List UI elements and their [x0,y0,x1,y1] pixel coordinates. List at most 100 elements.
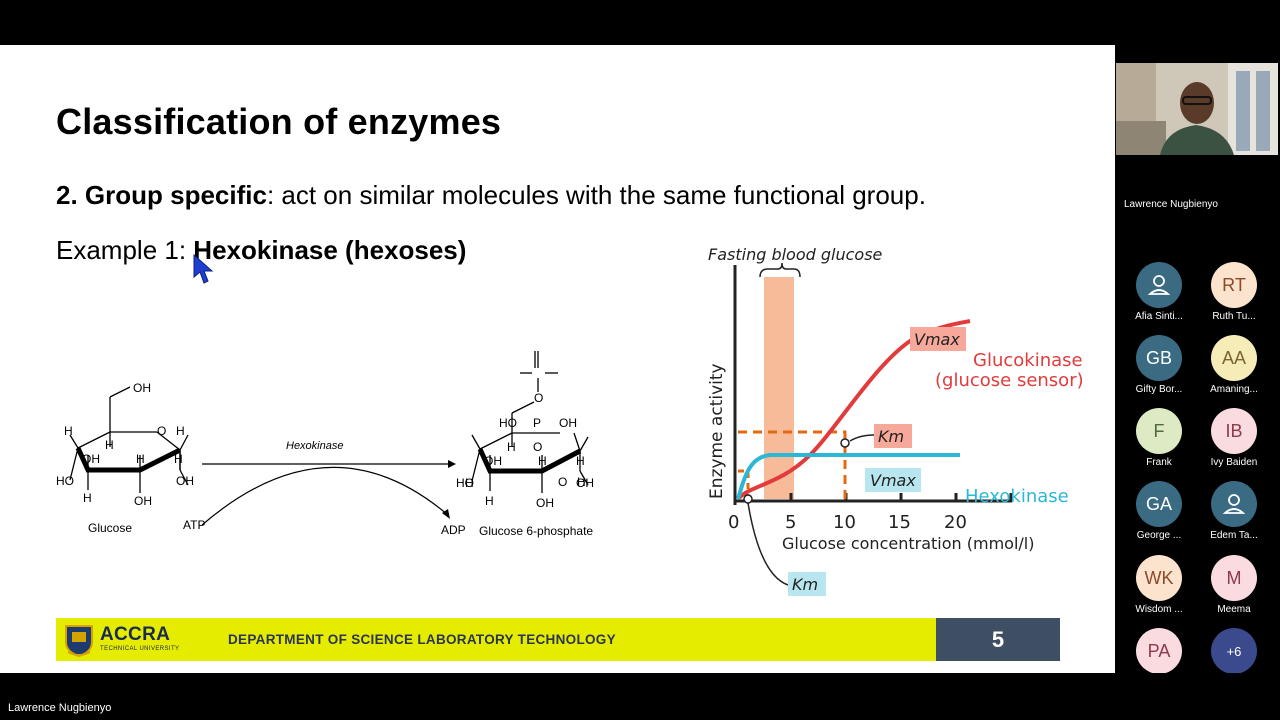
participant-avatar: WK [1136,555,1182,601]
hexokinase-vmax-label: Vmax [870,471,916,490]
x-tick-20: 20 [944,512,967,533]
adp-label: ADP [441,523,466,537]
glucose-h-label-4: H [136,452,145,466]
participant-avatar: IB [1211,408,1257,454]
hexokinase-km-label: Km [792,575,818,594]
x-axis-label: Glucose concentration (mmol/l) [782,534,1034,553]
university-subtitle: TECHNICAL UNIVERSITY [100,646,180,652]
x-tick-10: 10 [833,512,856,533]
hexokinase-reaction-diagram: OH O H H H OH H H HO OH H OH Glucose Hex… [56,351,594,538]
g6p-oh-label-1: OH [484,454,502,468]
glucose-oh-label-2: OH [176,474,194,488]
glucokinase-km-dashed-line [738,430,847,499]
x-tick-15: 15 [888,512,911,533]
slide-footer: ACCRA TECHNICAL UNIVERSITY DEPARTMENT OF… [56,618,1060,661]
y-axis-label: Enzyme activity [707,363,727,499]
hexokinase-km-box [788,572,826,596]
x-tick-5: 5 [785,512,796,533]
participant-tile[interactable]: +6 [1199,628,1269,674]
glucokinase-km-box [874,424,912,448]
glucokinase-km-point [840,438,850,448]
participant-avatar: +6 [1211,628,1257,674]
g6p-ester-o-label: O [533,440,542,454]
g6p-h-label-3: H [507,440,516,454]
presentation-slide: Classification of enzymes 2. Group speci… [0,45,1115,673]
participant-avatar: M [1211,555,1257,601]
department-name: DEPARTMENT OF SCIENCE LABORATORY TECHNOL… [228,632,616,647]
participant-avatar: PA [1136,628,1182,674]
g6p-h-label-5: H [576,454,585,468]
x-tick-0: 0 [728,512,739,533]
user-icon [1147,275,1171,295]
participant-avatar [1211,481,1257,527]
glucose-h-label-5: H [174,452,183,466]
group-specific-text: : act on similar molecules with the same… [266,180,926,210]
presenter-video-tile[interactable] [1116,63,1278,155]
glucokinase-vmax-box [910,327,966,351]
g6p-h-label-6: H [485,494,494,508]
g6p-o-top-label: O [534,391,543,405]
participant-tile[interactable]: IB Ivy Baiden [1199,408,1269,468]
glucokinase-km-label: Km [878,427,904,446]
example-enzyme: Hexokinase (hexoses) [193,235,467,265]
university-name: ACCRA [100,624,171,645]
participant-name: Afia Sinti... [1135,311,1183,322]
hexokinase-vmax-box [865,468,921,492]
participant-name: Frank [1146,457,1172,468]
g6p-ho-label: HO [456,476,474,490]
g6p-oh-label-3: OH [536,496,554,510]
fasting-glucose-band [764,277,794,499]
g6p-p-label: P [533,416,541,430]
glucose-6-phosphate-structure [471,351,589,493]
glucose-h-label-2: H [64,424,73,438]
participant-name: Ruth Tu... [1212,311,1256,322]
top-black-bar [0,0,1280,45]
g6p-h-label-4: H [538,454,547,468]
hexokinase-km-point [743,494,753,504]
participant-tile[interactable]: Afia Sinti... [1124,262,1194,322]
g6p-ho-phosphate-label: HO [499,416,517,430]
example-line: Example 1: Hexokinase (hexoses) [56,235,466,266]
km-hk-pointer [747,502,789,586]
participant-avatar: GA [1136,481,1182,527]
g6p-ring-o-label: O [558,475,567,489]
km-gk-pointer [849,434,875,442]
participant-tile[interactable]: WK Wisdom ... [1124,555,1194,615]
x-axis-ticks [789,493,1013,501]
atp-label: ATP [183,518,205,532]
participant-tile[interactable]: F Frank [1124,408,1194,468]
university-crest-icon [65,625,93,658]
participant-avatar: AA [1211,335,1257,381]
participant-tile[interactable]: Edem Ta... [1199,481,1269,541]
glucose-ring-bold-edge [75,446,182,473]
presenter-name-bottom: Lawrence Nugbienyo [8,702,112,714]
glucose-sensor-label: (glucose sensor) [935,370,1084,391]
glucose-6-phosphate-name-label: Glucose 6-phosphate [479,524,593,538]
participant-name: Meema [1217,604,1251,615]
enzyme-kinetics-chart: Fasting blood glucose 0 5 10 15 20 Gluco… [707,245,1084,596]
glucose-ch2oh-label: OH [133,381,151,395]
participant-name: Wisdom ... [1135,604,1183,615]
glucose-h-label-1: H [176,424,185,438]
group-specific-line: 2. Group specific: act on similar molecu… [56,180,926,211]
hexokinase-curve [736,453,960,500]
glucokinase-vmax-label: Vmax [914,330,960,349]
glucose-ho-label: HO [56,474,74,488]
participant-name: Gifty Bor... [1135,384,1183,395]
participant-name: Ivy Baiden [1210,457,1258,468]
glucose-h-label-6: H [83,491,92,505]
participant-avatar: F [1136,408,1182,454]
participant-tile[interactable]: M Meema [1199,555,1269,615]
g6p-oh-label-2: OH [576,476,594,490]
slide-page-number: 5 [936,618,1060,661]
glucose-h-label-3: H [105,438,114,452]
bottom-black-bar [0,673,1280,720]
fasting-blood-glucose-label: Fasting blood glucose [708,245,883,264]
slide-title: Classification of enzymes [56,101,502,142]
glucose-ring-o-label: O [157,424,166,438]
glucokinase-label: Glucokinase [973,350,1083,371]
